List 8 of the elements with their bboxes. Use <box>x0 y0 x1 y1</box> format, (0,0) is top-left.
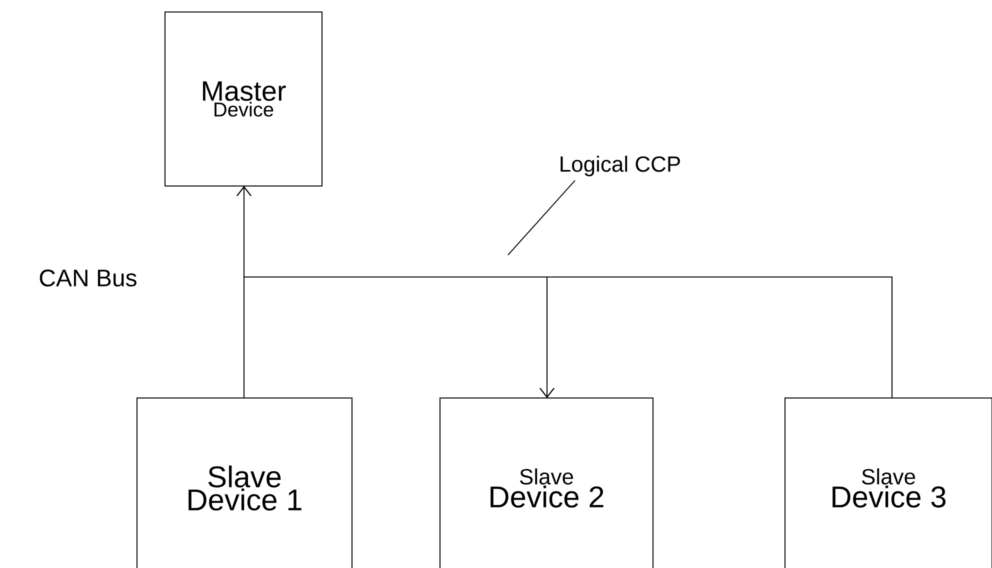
bus-label: Logical CCP <box>560 156 680 176</box>
device-box: Slave Device 3 <box>784 398 992 568</box>
leader-line <box>508 180 576 256</box>
device-box: Slave Device 1 <box>136 398 352 568</box>
device-box: Master Device <box>164 12 322 186</box>
bus-line <box>540 276 893 398</box>
bus-label: CAN Bus <box>40 270 136 286</box>
device-box: Slave Device 2 <box>440 398 654 568</box>
